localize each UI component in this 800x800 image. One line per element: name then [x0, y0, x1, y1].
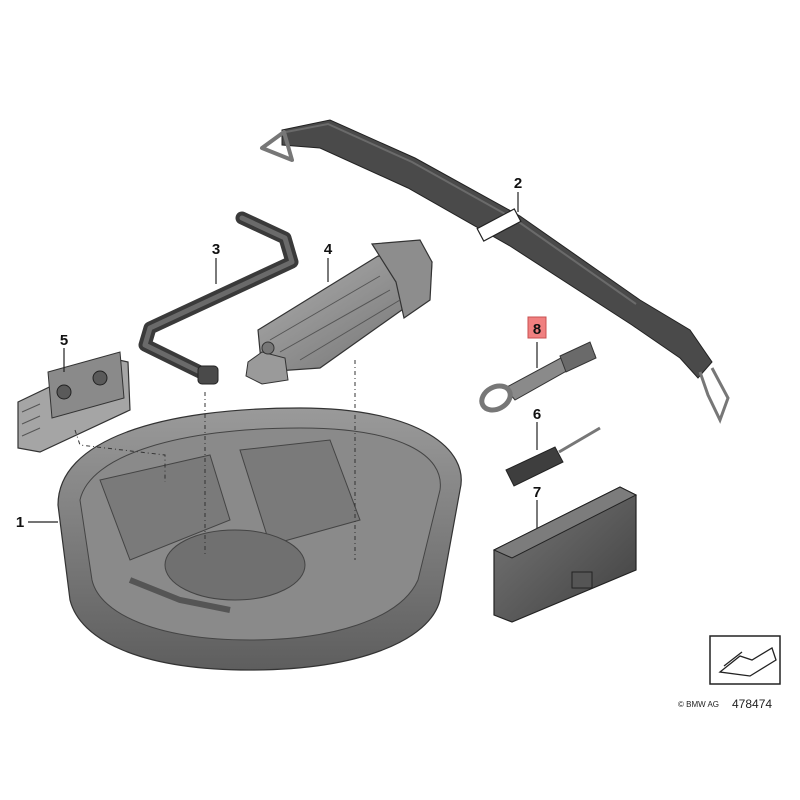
- wheel-brace: [138, 211, 299, 385]
- callout-6: 6: [533, 406, 541, 423]
- assembly-lines: [74, 360, 356, 560]
- callout-8-highlight: [527, 316, 547, 339]
- screwdriver: [505, 426, 601, 487]
- callout-4: 4: [324, 241, 333, 258]
- towing-eye: [479, 341, 597, 413]
- callout-8: 8: [533, 321, 541, 338]
- tool-case: [492, 486, 638, 623]
- callout-2: 2: [514, 175, 522, 192]
- callout-1: 1: [16, 514, 24, 531]
- callout-7: 7: [533, 484, 541, 501]
- image-number: 478474: [732, 697, 772, 711]
- bracket-plate: [17, 351, 131, 453]
- leader-lines: [28, 192, 538, 528]
- spare-wheel-tray: [57, 407, 462, 671]
- callout-5: 5: [60, 332, 68, 349]
- callout-3: 3: [212, 241, 220, 258]
- lifting-jack: [245, 239, 433, 385]
- copyright-text: © BMW AG: [678, 700, 719, 709]
- tension-strap: [260, 119, 730, 424]
- vehicle-orientation-icon: [709, 635, 781, 685]
